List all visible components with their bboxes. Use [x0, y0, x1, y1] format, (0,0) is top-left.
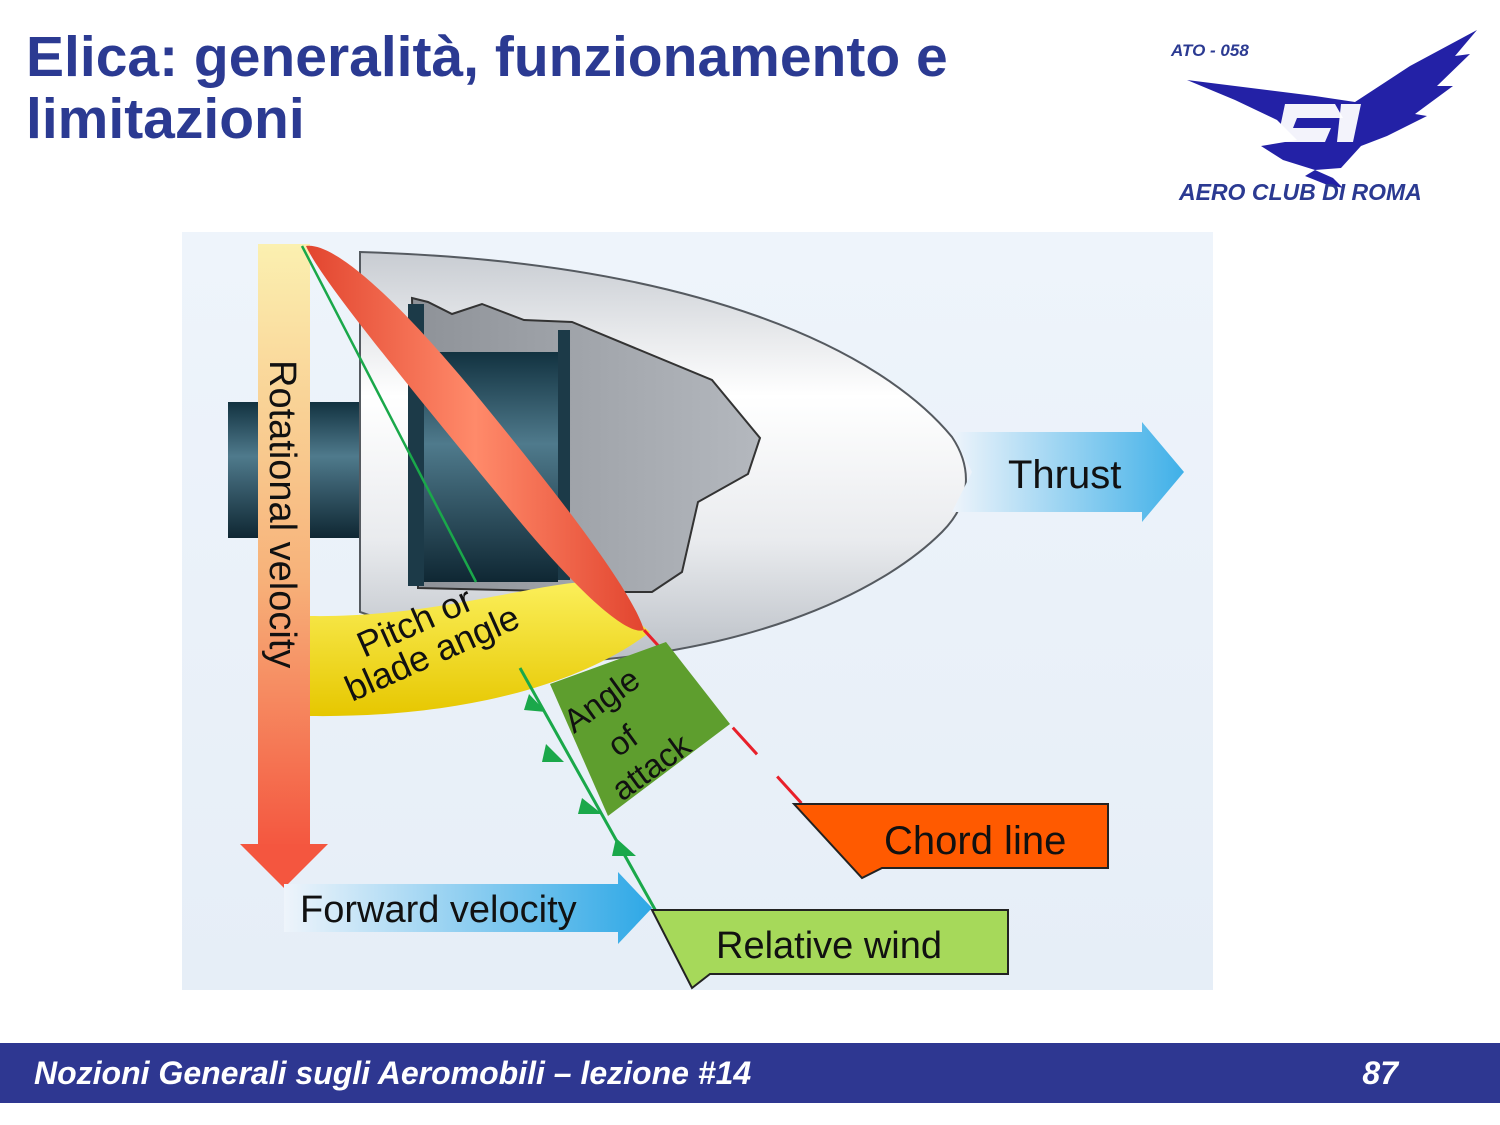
propeller-blade [306, 245, 644, 631]
logo-ato-code: ATO - 058 [1170, 41, 1249, 60]
footer-bar: Nozioni Generali sugli Aeromobili – lezi… [0, 1043, 1500, 1103]
forward-velocity-label: Forward velocity [300, 889, 577, 931]
page-number: 87 [1362, 1055, 1398, 1091]
propeller-diagram: Rotational velocity Pitch or blade angle… [182, 232, 1213, 990]
ar-monogram-icon [1277, 104, 1361, 142]
forward-velocity-arrow [284, 872, 652, 944]
rotational-velocity-arrow [240, 244, 328, 888]
angle-of-attack-band [550, 642, 730, 816]
chord-line-dashed [642, 628, 806, 808]
relative-wind-label: Relative wind [716, 925, 942, 967]
relative-wind-guide-line [300, 245, 478, 583]
logo-club-name: AERO CLUB DI ROMA [1178, 179, 1422, 205]
aero-club-logo: ATO - 058 AERO CLUB DI ROMA [1170, 30, 1477, 205]
pitch-angle-band [310, 582, 650, 717]
relative-wind-callout [650, 909, 1009, 990]
thrust-label: Thrust [1008, 453, 1121, 497]
footer-course-title: Nozioni Generali sugli Aeromobili – lezi… [34, 1055, 752, 1091]
relative-wind-line [518, 667, 664, 923]
page-title: Elica: generalità, funzionamento e limit… [26, 25, 948, 151]
eagle-icon [1187, 30, 1477, 188]
chord-line-label: Chord line [884, 819, 1066, 863]
thrust-arrow [952, 422, 1184, 522]
rotational-velocity-label: Rotational velocity [261, 360, 303, 668]
chord-line-callout [791, 803, 1109, 880]
